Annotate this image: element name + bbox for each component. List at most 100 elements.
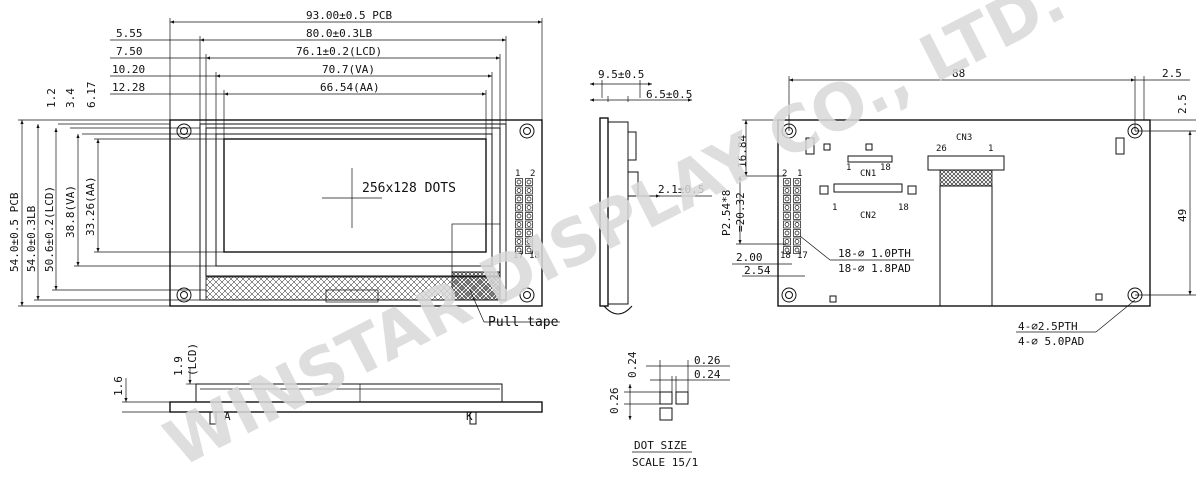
dim-body-thickness: 6.5±0.5 xyxy=(646,88,692,101)
header-pin xyxy=(526,205,532,210)
header-pad xyxy=(793,186,801,195)
dim-pcb-height: 54.0±0.5 PCB xyxy=(8,192,21,272)
offset-7-50: 7.50 xyxy=(116,45,143,58)
connector-cn1 xyxy=(847,155,893,163)
mount-pad: 4-∅ 5.0PAD xyxy=(1018,335,1084,348)
dim-lb-height: 54.0±0.3LB xyxy=(25,205,38,272)
fpc-cable xyxy=(939,185,993,307)
pull-tape-label: Pull tape xyxy=(488,315,559,330)
pull-tape-area xyxy=(451,271,501,301)
top-dimensions: 93.00±0.5 PCB 80.0±0.3LB 76.1±0.2(LCD) 7… xyxy=(110,9,543,139)
header-pin xyxy=(516,230,522,236)
dim-pin-height: 2.1±0.5 xyxy=(658,183,704,196)
header-pad xyxy=(525,229,533,237)
dim-hole-offset-y: 2.5 xyxy=(1176,94,1189,114)
hole-pth: 18-∅ 1.0PTH xyxy=(838,247,911,260)
svg-text:1: 1 xyxy=(988,144,993,154)
header-pad xyxy=(783,178,791,186)
header-pin xyxy=(794,239,800,244)
offset-3-4: 3.4 xyxy=(64,88,77,108)
header-pin xyxy=(526,213,532,219)
bottom-view: A K 1.6 1.9 (LCD) xyxy=(112,343,543,425)
header-pin xyxy=(526,222,532,227)
header-pin xyxy=(526,188,532,193)
header-pin xyxy=(516,239,522,244)
dim-lcd-thick-label: (LCD) xyxy=(186,343,199,376)
anode-label: A xyxy=(224,410,231,423)
dim-pcb-thick: 1.6 xyxy=(112,376,125,396)
edge-lcd xyxy=(195,383,503,403)
header-pad xyxy=(515,237,523,246)
header-pin xyxy=(794,222,800,227)
active-area xyxy=(223,138,487,253)
side-lcd xyxy=(607,121,629,305)
connector-cn2 xyxy=(833,183,903,193)
header-pin xyxy=(784,179,790,185)
offset-10-20: 10.20 xyxy=(112,63,145,76)
header-pad xyxy=(515,186,523,195)
cn2-label: CN2 xyxy=(860,211,876,221)
header-pad xyxy=(525,246,533,254)
header-pin xyxy=(516,247,522,253)
dim-header-length: =20.32 xyxy=(734,192,747,232)
header-pin xyxy=(794,205,800,210)
svg-text:18: 18 xyxy=(898,203,909,213)
resolution-label: 256x128 DOTS xyxy=(362,181,456,196)
svg-text:26: 26 xyxy=(936,144,947,154)
header-pad xyxy=(793,246,801,254)
header-pin xyxy=(784,205,790,210)
dim-hole-offset-x: 2.5 xyxy=(1162,67,1182,80)
cathode-label: K xyxy=(466,410,473,423)
header-pin xyxy=(794,230,800,236)
header-pin xyxy=(794,247,800,253)
svg-text:1: 1 xyxy=(797,169,802,179)
dot-detail: 0.26 0.24 0.24 0.26 DOT SIZE SCALE 15/1 xyxy=(608,351,730,469)
pin-label-1: 1 xyxy=(515,169,520,179)
dot-pitch: 0.26 xyxy=(694,354,721,367)
pin-label-17: 17 xyxy=(513,251,524,261)
svg-text:1: 1 xyxy=(832,203,837,213)
cn1-label: CN1 xyxy=(860,169,876,179)
dim-va-width: 70.7(VA) xyxy=(322,63,375,76)
svg-text:18: 18 xyxy=(880,163,891,173)
side-dimensions: 54.0±0.5 PCB 54.0±0.3LB 50.6±0.2(LCD) 38… xyxy=(8,119,224,307)
header-pad xyxy=(793,237,801,246)
header-pin xyxy=(516,188,522,193)
mount-holes-front xyxy=(176,123,535,303)
header-pad xyxy=(515,178,523,186)
header-pin xyxy=(794,179,800,185)
svg-text:18: 18 xyxy=(780,251,791,261)
header-pin xyxy=(516,179,522,185)
header-pin xyxy=(526,239,532,244)
lcd-glass xyxy=(205,127,501,277)
header-pin xyxy=(784,247,790,253)
pin-header-rear xyxy=(783,178,801,254)
header-pin xyxy=(784,196,790,202)
header-pin xyxy=(526,230,532,236)
header-pin xyxy=(526,179,532,185)
vertical-offsets: 1.2 3.4 6.17 xyxy=(45,82,224,140)
header-pin xyxy=(516,196,522,202)
dim-total-thickness: 9.5±0.5 xyxy=(598,68,644,81)
dim-pcb-width: 93.00±0.5 PCB xyxy=(306,9,392,22)
header-pad xyxy=(793,195,801,203)
header-pad xyxy=(783,229,791,237)
header-pin xyxy=(794,188,800,193)
dot-size-title: DOT SIZE xyxy=(634,439,687,452)
header-pin xyxy=(784,213,790,219)
header-pad xyxy=(525,212,533,220)
hole-pad: 18-∅ 1.8PAD xyxy=(838,262,911,275)
dim-hole-spacing-x: 88 xyxy=(952,67,965,80)
header-pin xyxy=(516,213,522,219)
dim-lcd-thick: 1.9 xyxy=(172,356,185,376)
header-pad xyxy=(793,203,801,212)
mount-pth: 4-∅2.5PTH xyxy=(1018,320,1078,333)
dim-lcd-width: 76.1±0.2(LCD) xyxy=(296,45,382,58)
header-pin xyxy=(794,196,800,202)
dot-height: 0.26 xyxy=(608,388,621,415)
header-pad xyxy=(515,203,523,212)
dim-aa-width: 66.54(AA) xyxy=(320,81,380,94)
header-pad xyxy=(783,203,791,212)
svg-text:1: 1 xyxy=(846,163,851,173)
